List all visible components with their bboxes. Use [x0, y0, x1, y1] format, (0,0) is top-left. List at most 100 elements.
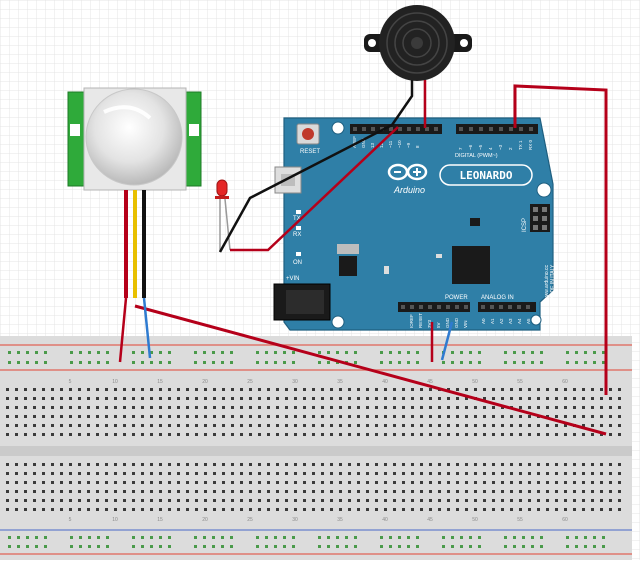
header-pin[interactable] [517, 305, 521, 309]
terminal-hole [366, 490, 369, 493]
terminal-hole [492, 499, 495, 502]
terminal-hole [429, 490, 432, 493]
terminal-hole [141, 415, 144, 418]
header-pin[interactable] [489, 127, 493, 131]
terminal-hole [591, 472, 594, 475]
header-pin[interactable] [509, 127, 513, 131]
header-pin[interactable] [446, 305, 450, 309]
terminal-hole [186, 490, 189, 493]
terminal-hole [465, 463, 468, 466]
terminal-hole [15, 415, 18, 418]
rail-hole [150, 536, 153, 539]
terminal-hole [393, 406, 396, 409]
red-led-icon [215, 179, 231, 252]
terminal-hole [582, 472, 585, 475]
terminal-hole [213, 481, 216, 484]
rail-hole [318, 351, 321, 354]
rail-hole [141, 545, 144, 548]
header-pin[interactable] [459, 127, 463, 131]
terminal-hole [591, 397, 594, 400]
icsp-pin[interactable] [533, 225, 538, 230]
terminal-hole [213, 388, 216, 391]
header-pin[interactable] [519, 127, 523, 131]
terminal-hole [357, 433, 360, 436]
header-pin[interactable] [407, 127, 411, 131]
terminal-hole [267, 463, 270, 466]
header-pin[interactable] [371, 127, 375, 131]
rail-hole [132, 361, 135, 364]
icsp-pin[interactable] [542, 207, 547, 212]
header-pin[interactable] [428, 305, 432, 309]
header-pin[interactable] [398, 127, 402, 131]
rail-hole [584, 536, 587, 539]
terminal-hole [456, 490, 459, 493]
rail-hole [106, 536, 109, 539]
header-pin[interactable] [410, 305, 414, 309]
header-pin[interactable] [416, 127, 420, 131]
header-pin[interactable] [362, 127, 366, 131]
terminal-hole [510, 472, 513, 475]
icsp-pin[interactable] [542, 216, 547, 221]
terminal-hole [501, 490, 504, 493]
led-leg-anode [224, 198, 231, 251]
header-pin[interactable] [469, 127, 473, 131]
header-pin[interactable] [425, 127, 429, 131]
rail-hole [584, 545, 587, 548]
rail-hole [194, 351, 197, 354]
header-pin[interactable] [401, 305, 405, 309]
terminal-hole [213, 415, 216, 418]
header-pin[interactable] [353, 127, 357, 131]
terminal-hole [78, 415, 81, 418]
terminal-hole [204, 472, 207, 475]
header-pin[interactable] [481, 305, 485, 309]
terminal-hole [555, 415, 558, 418]
header-pin[interactable] [529, 127, 533, 131]
terminal-hole [69, 388, 72, 391]
power-rail-bottom [8, 536, 605, 548]
terminal-hole [384, 490, 387, 493]
header-pin[interactable] [389, 127, 393, 131]
terminal-hole [123, 397, 126, 400]
header-pin[interactable] [499, 305, 503, 309]
header-pin[interactable] [508, 305, 512, 309]
terminal-hole [294, 508, 297, 511]
terminal-hole [276, 406, 279, 409]
header-pin[interactable] [434, 127, 438, 131]
rail-hole [442, 536, 445, 539]
vin-label: +VIN [286, 276, 300, 282]
terminal-hole [231, 499, 234, 502]
terminal-hole [555, 499, 558, 502]
terminal-hole [519, 424, 522, 427]
header-pin[interactable] [526, 305, 530, 309]
terminal-hole [321, 508, 324, 511]
terminal-hole [24, 433, 27, 436]
icsp-pin[interactable] [533, 216, 538, 221]
rail-hole [159, 545, 162, 548]
icsp-pin[interactable] [533, 207, 538, 212]
terminal-hole [24, 397, 27, 400]
terminal-hole [537, 433, 540, 436]
reset-button[interactable] [296, 123, 320, 145]
mounting-hole [530, 314, 542, 326]
column-number: 45 [427, 379, 433, 385]
terminal-hole [348, 508, 351, 511]
terminal-hole [303, 481, 306, 484]
terminal-hole [582, 499, 585, 502]
terminal-hole [339, 424, 342, 427]
header-pin[interactable] [437, 305, 441, 309]
terminal-hole [60, 463, 63, 466]
rail-hole [327, 361, 330, 364]
header-pin[interactable] [479, 127, 483, 131]
header-pin[interactable] [490, 305, 494, 309]
terminal-hole [582, 415, 585, 418]
rail-hole [389, 351, 392, 354]
terminal-hole [78, 490, 81, 493]
header-pin[interactable] [499, 127, 503, 131]
terminal-hole [87, 481, 90, 484]
header-pin[interactable] [455, 305, 459, 309]
header-pin[interactable] [464, 305, 468, 309]
header-pin[interactable] [419, 305, 423, 309]
icsp-pin[interactable] [542, 225, 547, 230]
